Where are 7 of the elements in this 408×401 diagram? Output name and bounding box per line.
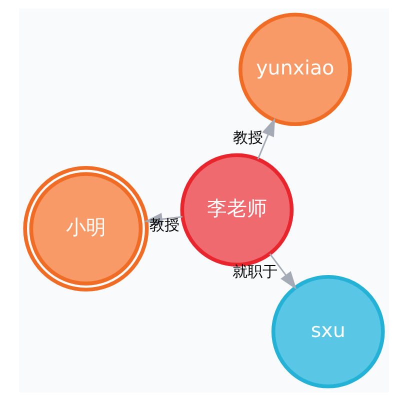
node-circle: sxu [271,274,385,388]
node-circle: 小明 [23,166,149,292]
arrow [257,118,276,160]
arrow [269,253,297,290]
edge-label: 教授 [232,128,263,146]
edge-label: 教授 [149,216,180,234]
node-circle: yunxiao [238,12,352,126]
